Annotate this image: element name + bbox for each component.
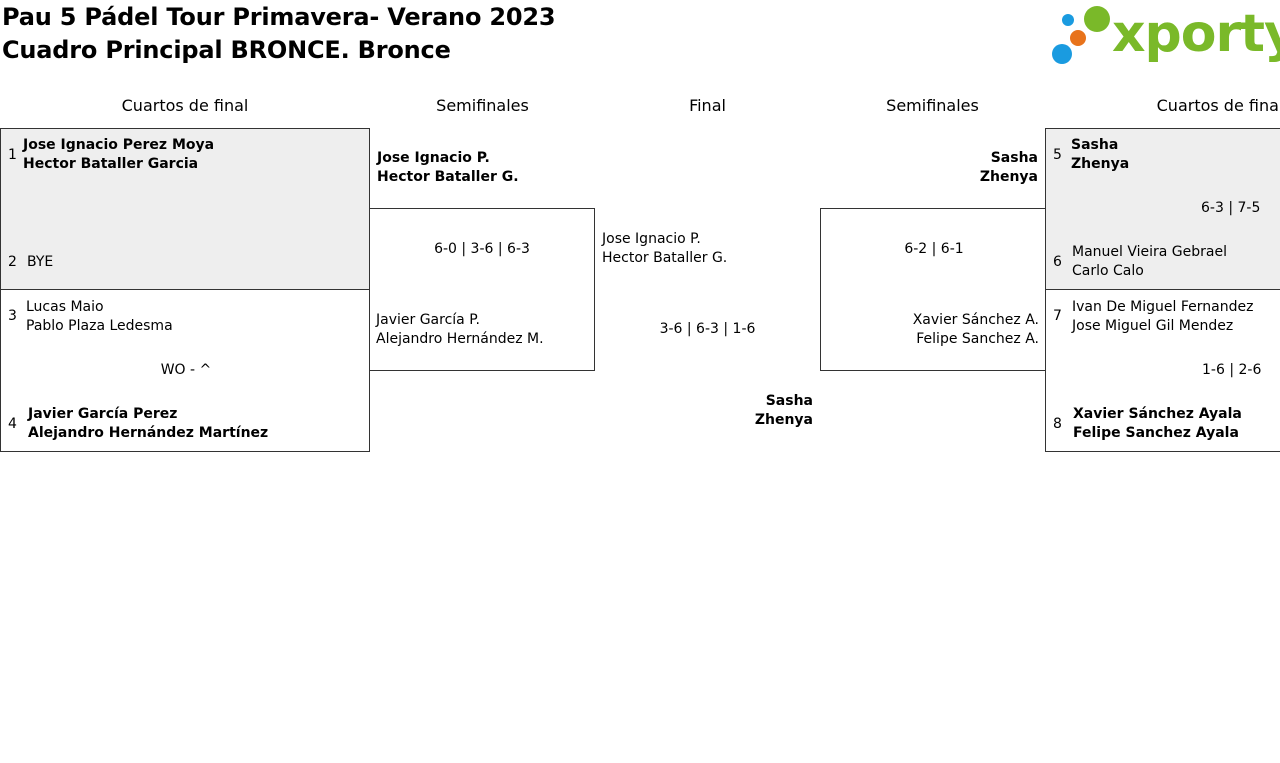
match-score: WO - ^ <box>160 362 212 378</box>
player-name: Carlo Calo <box>1072 263 1144 279</box>
player-name: Javier García Perez <box>28 406 178 422</box>
team-left-sf-a[interactable]: Jose Ignacio P. Hector Bataller G. <box>377 149 519 187</box>
final-score: 3-6 | 6-3 | 1-6 <box>659 321 756 337</box>
player-name: Pablo Plaza Ledesma <box>26 318 173 334</box>
player-name: Alejandro Hernández Martínez <box>28 425 269 441</box>
player-name: Javier García P. <box>376 312 480 328</box>
seed-number: 5 <box>1053 147 1062 163</box>
player-name: Manuel Vieira Gebrael <box>1072 244 1227 260</box>
match-score: 6-3 | 7-5 <box>1201 200 1261 216</box>
logo-text: xporty <box>1112 4 1280 64</box>
team-right-qf2-a[interactable]: Ivan De Miguel Fernandez Jose Miguel Gil… <box>1072 298 1253 336</box>
logo-dot-blue2-icon <box>1052 44 1072 64</box>
player-name: BYE <box>27 254 54 270</box>
header-right-semifinals: Semifinales <box>886 96 979 115</box>
page-title: Pau 5 Pádel Tour Primavera- Verano 2023 <box>2 3 556 31</box>
seed-number: 2 <box>8 254 17 270</box>
player-name: Zhenya <box>1071 156 1130 172</box>
team-left-qf2-a[interactable]: Lucas Maio Pablo Plaza Ledesma <box>26 298 173 336</box>
player-name: Ivan De Miguel Fernandez <box>1072 299 1254 315</box>
team-left-qf2-b[interactable]: Javier García Perez Alejandro Hernández … <box>28 405 268 443</box>
player-name: Sasha <box>1071 137 1119 153</box>
team-left-qf1-a[interactable]: Jose Ignacio Perez Moya Hector Bataller … <box>23 136 214 174</box>
player-name: Zhenya <box>979 169 1038 185</box>
match-right-qf-1: 5 Sasha Zhenya 6-3 | 7-5 6 Manuel Vieira… <box>1045 128 1280 290</box>
player-name: Jose Ignacio P. <box>602 231 701 247</box>
match-left-sf: 6-0 | 3-6 | 6-3 Javier García P. Alejand… <box>369 208 595 371</box>
player-name: Jose Ignacio P. <box>377 150 490 166</box>
player-name: Hector Bataller Garcia <box>23 156 199 172</box>
player-name: Xavier Sánchez Ayala <box>1073 406 1242 422</box>
match-left-qf-2: 3 Lucas Maio Pablo Plaza Ledesma WO - ^ … <box>0 289 370 452</box>
team-right-sf-b[interactable]: Xavier Sánchez A. Felipe Sanchez A. <box>861 311 1039 349</box>
team-right-qf1-b[interactable]: Manuel Vieira Gebrael Carlo Calo <box>1072 243 1227 281</box>
player-name: Jose Miguel Gil Mendez <box>1072 318 1234 334</box>
logo-dot-blue-icon <box>1062 14 1074 26</box>
match-score: 1-6 | 2-6 <box>1202 362 1262 378</box>
seed-number: 4 <box>8 416 17 432</box>
player-name: Hector Bataller G. <box>377 169 519 185</box>
seed-number: 1 <box>8 147 17 163</box>
match-right-sf: 6-2 | 6-1 Xavier Sánchez A. Felipe Sanch… <box>820 208 1046 371</box>
team-right-qf2-b[interactable]: Xavier Sánchez Ayala Felipe Sanchez Ayal… <box>1073 405 1242 443</box>
header-left-quarterfinals: Cuartos de final <box>121 96 249 115</box>
match-score: 6-2 | 6-1 <box>904 241 964 257</box>
match-score: 6-0 | 3-6 | 6-3 <box>434 241 530 257</box>
player-name: Zhenya <box>754 412 813 428</box>
team-right-qf1-a[interactable]: Sasha Zhenya <box>1071 136 1129 174</box>
player-name: Lucas Maio <box>26 299 104 315</box>
seed-number: 6 <box>1053 254 1062 270</box>
team-right-sf-a[interactable]: Sasha Zhenya <box>900 149 1038 187</box>
player-name: Alejandro Hernández M. <box>376 331 544 347</box>
player-name: Sasha <box>765 393 813 409</box>
match-left-qf-1: 1 Jose Ignacio Perez Moya Hector Batalle… <box>0 128 370 290</box>
header-left-semifinals: Semifinales <box>436 96 529 115</box>
team-final-winner[interactable]: Sasha Zhenya <box>700 392 813 430</box>
player-name: Felipe Sanchez A. <box>916 331 1039 347</box>
seed-number: 7 <box>1053 308 1062 324</box>
team-left-qf1-b[interactable]: BYE <box>27 253 53 272</box>
logo-dot-green-icon <box>1084 6 1110 32</box>
player-name: Felipe Sanchez Ayala <box>1073 425 1239 441</box>
header-right-quarterfinals: Cuartos de final <box>1156 96 1280 115</box>
player-name: Hector Bataller G. <box>602 250 728 266</box>
team-final-a[interactable]: Jose Ignacio P. Hector Bataller G. <box>602 230 727 268</box>
player-name: Xavier Sánchez A. <box>912 312 1039 328</box>
header-final: Final <box>689 96 726 115</box>
match-right-qf-2: 7 Ivan De Miguel Fernandez Jose Miguel G… <box>1045 289 1280 452</box>
logo-dot-orange-icon <box>1070 30 1086 46</box>
seed-number: 3 <box>8 308 17 324</box>
xporty-logo[interactable]: xporty <box>1050 4 1280 68</box>
team-left-sf-b[interactable]: Javier García P. Alejandro Hernández M. <box>376 311 544 349</box>
player-name: Jose Ignacio Perez Moya <box>23 137 215 153</box>
page-subtitle: Cuadro Principal BRONCE. Bronce <box>2 36 451 64</box>
seed-number: 8 <box>1053 416 1062 432</box>
player-name: Sasha <box>990 150 1038 166</box>
